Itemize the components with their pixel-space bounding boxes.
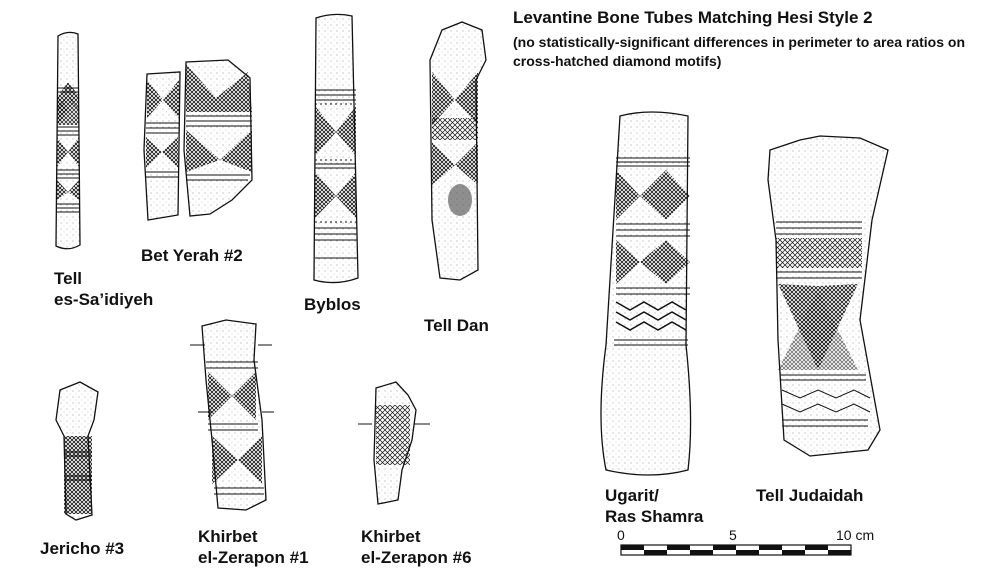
artifact-ugarit xyxy=(600,111,692,476)
scale-tick-10: 10 cm xyxy=(836,527,875,543)
artifact-khirbet-1 xyxy=(190,319,274,511)
scale-tick-0: 0 xyxy=(617,527,625,543)
artifact-tell-dan xyxy=(429,21,487,281)
label-bet-yerah: Bet Yerah #2 xyxy=(141,246,243,265)
figure-subtitle: (no statistically-significant difference… xyxy=(513,34,966,69)
label-tell-dan: Tell Dan xyxy=(424,316,489,335)
label-tell-judaidah: Tell Judaidah xyxy=(756,486,864,505)
scale-tick-5: 5 xyxy=(729,527,737,543)
label-byblos: Byblos xyxy=(304,295,361,314)
artifact-khirbet-6 xyxy=(358,381,430,505)
scale-bar xyxy=(620,544,852,556)
artifact-jericho xyxy=(55,381,99,521)
artifact-byblos xyxy=(313,13,359,284)
label-khirbet-1: Khirbet el-Zerapon #1 xyxy=(198,527,309,567)
artifact-bet-yerah xyxy=(143,59,253,221)
artifact-tell-judaidah xyxy=(767,135,889,457)
label-khirbet-6: Khirbet el-Zerapon #6 xyxy=(361,527,472,567)
artifact-tell-es-saidiyeh xyxy=(55,31,81,250)
figure-title: Levantine Bone Tubes Matching Hesi Style… xyxy=(513,8,873,27)
label-ugarit: Ugarit/ Ras Shamra xyxy=(605,486,704,526)
label-jericho: Jericho #3 xyxy=(40,539,125,558)
label-tell-es-saidiyeh: Tell es-Sa’idiyeh xyxy=(54,269,154,309)
